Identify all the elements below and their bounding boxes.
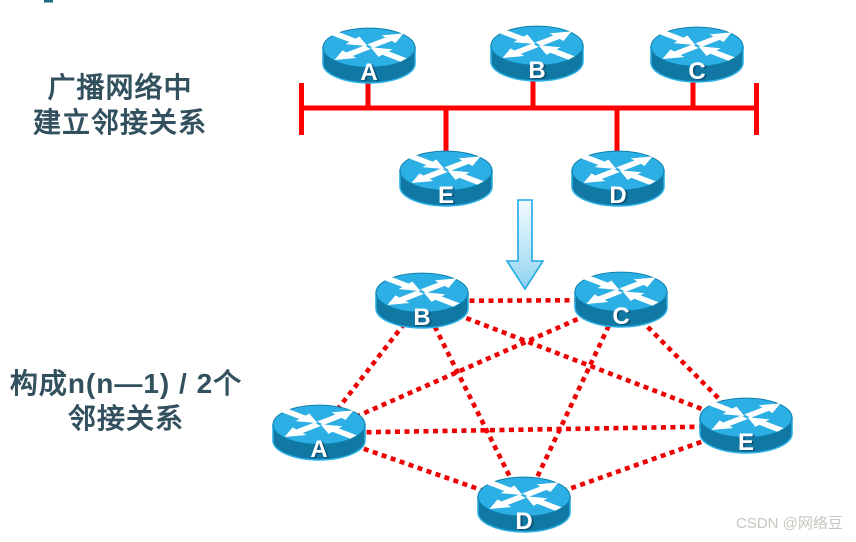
adjacency-line-C-D [521,299,624,506]
router-label: B [528,57,545,84]
router-label: B [413,304,430,331]
adjacency-line-A-E [318,423,747,436]
adjacency-line-C-A [318,297,622,436]
router-label: D [515,508,532,535]
router-label: C [688,58,705,85]
broadcast-heading-line1: 广播网络中 [47,72,193,103]
router-label: A [360,59,377,86]
mesh-adjacency-lines [317,297,748,508]
clipped-edge-shape [44,0,53,3]
mesh-heading-line1: 构成n(n—1) / 2个 [9,368,243,399]
router-e-mesh: E [700,398,792,456]
mesh-heading: 构成n(n—1) / 2个 邻接关系 [6,366,246,436]
router-label: A [310,436,327,463]
broadcast-heading-line2: 建立邻接关系 [32,107,207,138]
router-c-mesh: C [575,272,667,330]
router-c-top: C [651,27,743,85]
router-label: E [738,429,754,456]
router-d-mesh: D [478,477,570,535]
router-label: C [612,303,629,330]
mesh-heading-line2: 邻接关系 [67,403,184,434]
adjacency-line-B-E [421,298,747,429]
broadcast-bus [299,78,759,152]
router-a-mesh: A [273,405,365,463]
watermark: CSDN @网络豆 [736,515,843,532]
router-label: D [609,182,626,209]
router-label: E [438,182,454,209]
router-b-mesh: B [376,273,468,331]
router-e-top: E [400,151,492,209]
mesh-nodes: B C A E D [273,272,792,535]
down-arrow-icon [505,199,545,291]
adjacency-line-B-D [419,299,527,507]
router-a-top: A [323,28,415,86]
broadcast-heading: 广播网络中 建立邻接关系 [10,70,230,140]
router-d-top: D [572,151,664,209]
router-b-top: B [491,26,583,84]
